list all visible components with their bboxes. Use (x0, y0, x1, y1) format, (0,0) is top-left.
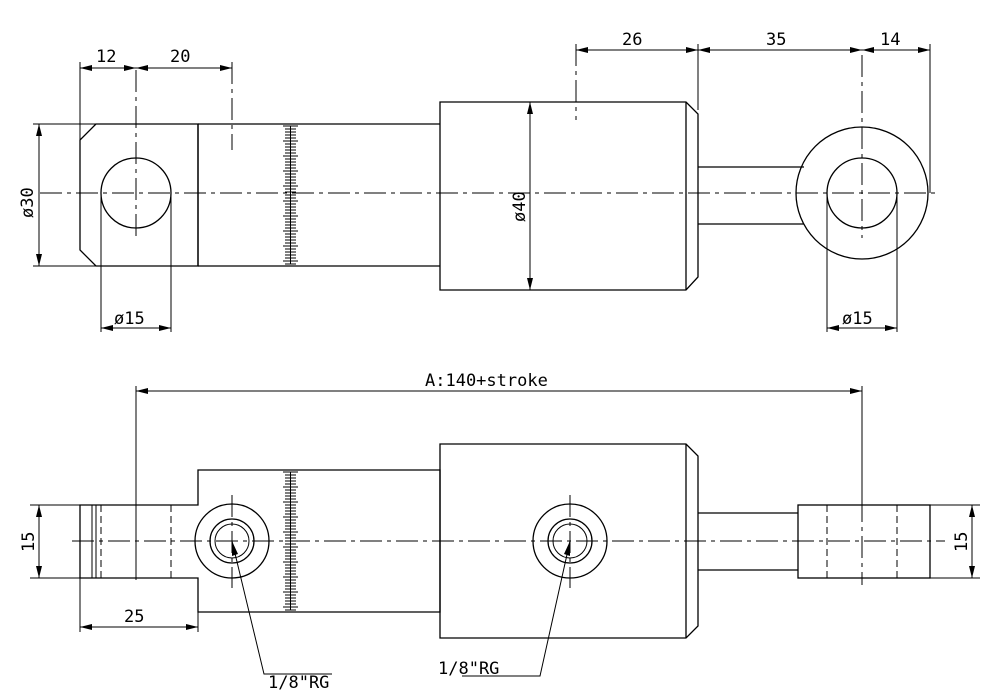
dim-text-25: 25 (124, 607, 144, 627)
dim-text-12: 12 (96, 47, 116, 67)
dim-text-20: 20 (170, 47, 190, 67)
leader-front-port (462, 540, 571, 677)
arrowhead (36, 566, 42, 578)
arrowhead (136, 388, 148, 394)
dim-text-d40: ø40 (510, 191, 530, 222)
barrel-outline (439, 101, 699, 291)
dim-text-d15-left: ø15 (114, 309, 145, 329)
dim-text-26: 26 (622, 30, 642, 50)
dim-text-overall: A:140+stroke (425, 371, 548, 391)
arrowhead (527, 278, 533, 290)
arrowhead (885, 325, 897, 331)
leader-rear-port (231, 540, 332, 675)
arrowhead (232, 541, 238, 556)
arrowhead (36, 124, 42, 136)
arrowhead (576, 47, 588, 53)
arrowhead (862, 47, 874, 53)
arrowhead (918, 47, 930, 53)
arrowhead (850, 47, 862, 53)
arrowhead (36, 254, 42, 266)
stroke-scale (283, 125, 298, 265)
arrowhead (527, 102, 533, 114)
callout-front-port: 1/8"RG (438, 659, 499, 679)
dim-text-35: 35 (766, 30, 786, 50)
stroke-scale (283, 471, 298, 611)
arrowhead (101, 325, 113, 331)
arrowhead (564, 541, 570, 556)
arrowhead (969, 566, 975, 578)
arrowhead (186, 624, 198, 630)
dim-text-15-right: 15 (952, 532, 972, 552)
arrowhead (80, 624, 92, 630)
arrowhead (80, 65, 92, 71)
arrowhead (827, 325, 839, 331)
dim-text-15-left: 15 (19, 532, 39, 552)
dim-text-d15-right: ø15 (842, 309, 873, 329)
arrowhead (136, 65, 148, 71)
arrowhead (220, 65, 232, 71)
arrowhead (698, 47, 710, 53)
arrowhead (159, 325, 171, 331)
arrowhead (36, 505, 42, 517)
top-view: 12 20 26 35 14 ø30 ø40 ø15 ø15 (18, 30, 935, 332)
arrowhead (124, 65, 136, 71)
dim-text-d30: ø30 (18, 187, 38, 218)
arrowhead (969, 505, 975, 517)
bottom-view: A:140+stroke 15 15 25 1/8"RG 1/8"RG (19, 371, 980, 693)
dim-text-14: 14 (880, 30, 900, 50)
callout-rear-port: 1/8"RG (268, 673, 329, 693)
arrowhead (850, 388, 862, 394)
rear-clevis-outline (79, 123, 199, 267)
arrowhead (686, 47, 698, 53)
